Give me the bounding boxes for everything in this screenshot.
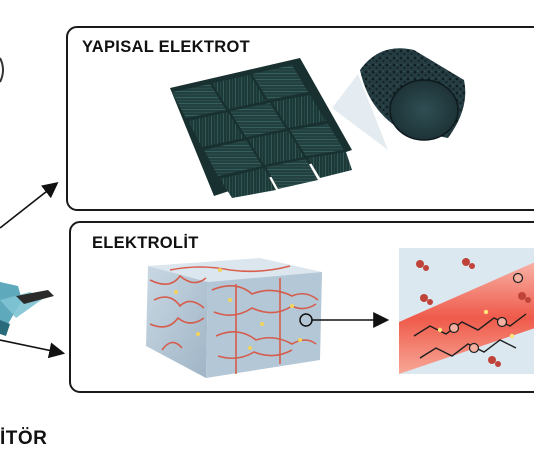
- polymer-strand-closeup-icon: [399, 248, 534, 374]
- magnifier-cone: [332, 74, 388, 150]
- electrolyte-title: ELEKTROLİT: [92, 234, 199, 252]
- woven-carbon-fabric-icon: [170, 58, 352, 198]
- porous-fiber-icon: [360, 48, 466, 141]
- polymer-gel-cube-icon: [146, 258, 322, 378]
- electrolyte-panel: [69, 221, 534, 393]
- arrow-to-electrode: [0, 182, 59, 229]
- caption-partial: İTÖR: [0, 428, 48, 449]
- structural-electrode-title: YAPISAL ELEKTROT: [82, 38, 250, 56]
- device-fragment: [0, 57, 54, 336]
- arrow-to-electrolyte: [0, 339, 66, 359]
- structural-electrode-panel: [66, 26, 534, 211]
